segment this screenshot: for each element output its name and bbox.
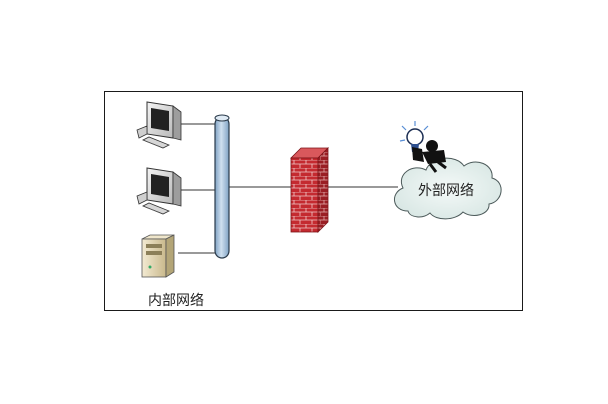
diagram-border xyxy=(104,91,523,311)
computer-icon xyxy=(136,167,182,215)
user-with-lightbulb-icon xyxy=(399,121,447,173)
server-icon xyxy=(141,234,175,278)
cloud-icon xyxy=(394,157,502,220)
computer-icon xyxy=(136,101,182,149)
firewall-icon xyxy=(290,147,329,233)
external-network-label: 外部网络 xyxy=(418,183,474,199)
connection-lines xyxy=(178,123,398,254)
network-bus xyxy=(214,114,230,259)
internal-network-label: 内部网络 xyxy=(148,293,204,309)
